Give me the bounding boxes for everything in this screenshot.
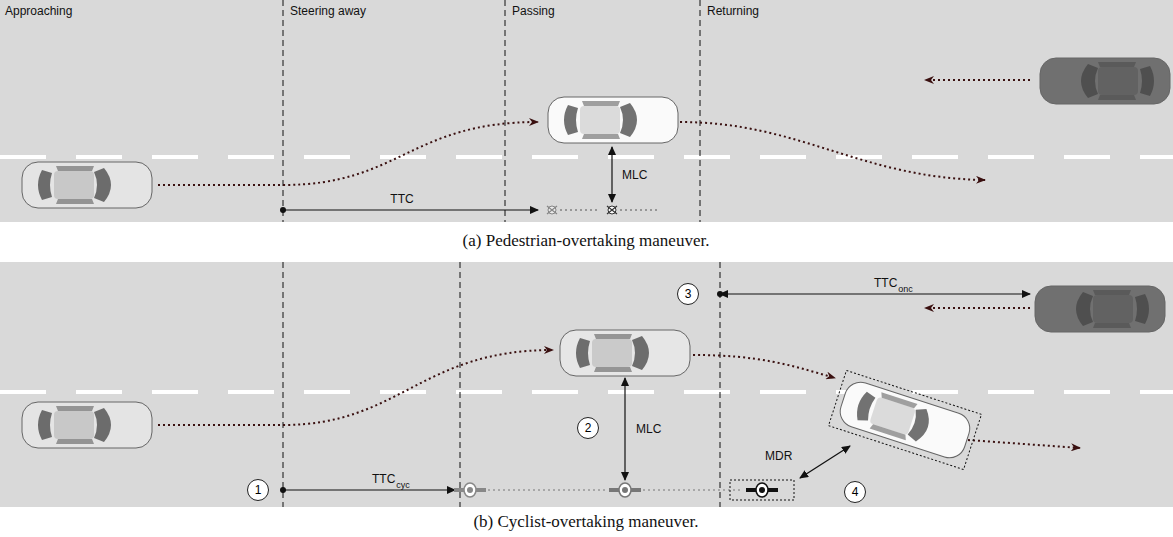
- caption: (b) Cyclist-overtaking maneuver.: [473, 512, 698, 532]
- caption: (a) Pedestrian-overtaking maneuver.: [463, 231, 710, 251]
- measure-label: TTC: [372, 472, 395, 486]
- measure-label: Approaching: [5, 4, 72, 18]
- measure-label: MLC: [636, 422, 661, 436]
- measure-label: Steering away: [290, 4, 366, 18]
- measure-label: TTC: [390, 192, 413, 206]
- callout-number: 2: [585, 421, 592, 435]
- subscript: onc: [898, 282, 913, 296]
- measure-label: TTC: [874, 276, 897, 290]
- measure-label: MDR: [765, 449, 792, 463]
- measure-label: Passing: [512, 4, 555, 18]
- callout-number: 4: [852, 485, 859, 499]
- callout-circle: 1: [247, 479, 269, 501]
- measure-label: Returning: [707, 4, 759, 18]
- callout-circle: 2: [577, 417, 599, 439]
- callout-number: 1: [255, 483, 262, 497]
- callout-number: 3: [685, 287, 692, 301]
- subscript: cyc: [396, 478, 410, 492]
- measure-label: MLC: [622, 168, 647, 182]
- callout-circle: 3: [677, 283, 699, 305]
- callout-circle: 4: [844, 481, 866, 503]
